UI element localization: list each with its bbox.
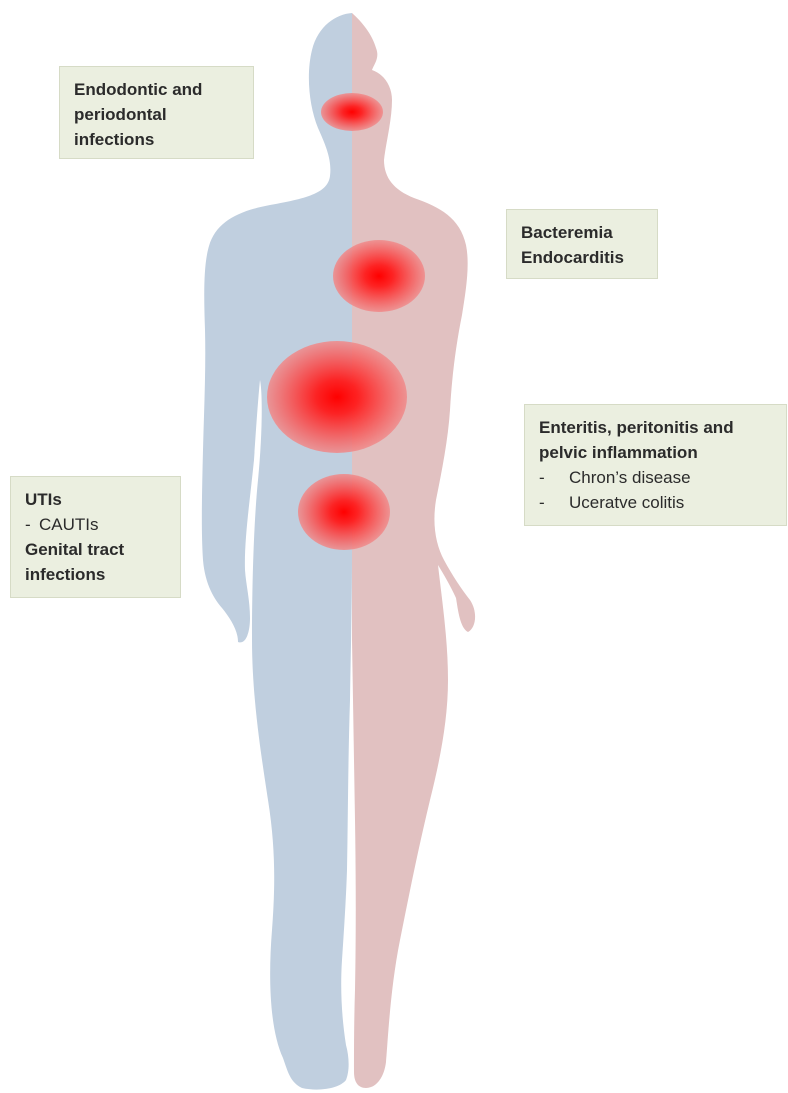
uro-list-item: -CAUTIs [25, 512, 166, 537]
hotspot-pelvis [298, 474, 390, 550]
right-body-half [352, 13, 475, 1088]
genital-tract-title: Genital tract infections [25, 537, 166, 587]
hotspot-abdomen [267, 341, 407, 453]
gut-infections-title: Enteritis, peritonitis and pelvic inflam… [539, 415, 772, 465]
endocarditis-label: Endocarditis [521, 245, 643, 270]
hotspot-mouth [321, 93, 383, 131]
label-blood-infections: Bacteremia Endocarditis [506, 209, 658, 279]
gut-item-label: Uceratve colitis [569, 493, 684, 512]
oral-infections-title: Endodontic and periodontal infections [74, 77, 239, 152]
gut-item-label: Chron’s disease [569, 468, 691, 487]
bacteremia-label: Bacteremia [521, 220, 643, 245]
left-body-half [202, 13, 352, 1090]
cautis-label: CAUTIs [39, 515, 99, 534]
gut-list-item: -Chron’s disease [539, 465, 772, 490]
gut-list-item: -Uceratve colitis [539, 490, 772, 515]
label-gut-infections: Enteritis, peritonitis and pelvic inflam… [524, 404, 787, 526]
label-urogenital-infections: UTIs -CAUTIs Genital tract infections [10, 476, 181, 598]
hotspot-heart [333, 240, 425, 312]
label-oral-infections: Endodontic and periodontal infections [59, 66, 254, 159]
utis-title: UTIs [25, 487, 166, 512]
